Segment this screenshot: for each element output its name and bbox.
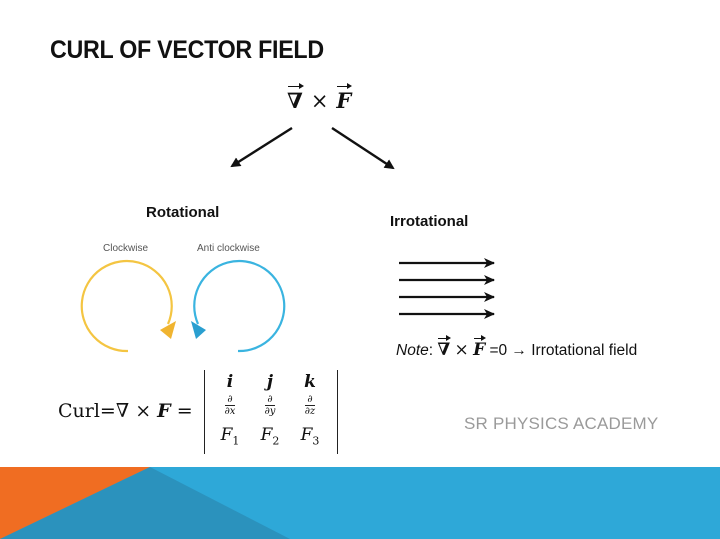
curl-field: F bbox=[157, 400, 171, 422]
arrow-right-down-icon bbox=[331, 126, 395, 170]
cross-symbol: × bbox=[310, 89, 329, 113]
parallel-arrows-icon bbox=[399, 258, 495, 319]
component-f2: F2 bbox=[260, 425, 280, 448]
rotational-heading: Rotational bbox=[146, 204, 220, 221]
anticlockwise-arrow-icon bbox=[191, 259, 286, 353]
irrotational-note: Note: ∇ × F =0 → Irrotational field bbox=[396, 335, 638, 360]
note-prefix: Note bbox=[396, 342, 429, 359]
slide-title: CURL OF VECTOR FIELD bbox=[50, 36, 324, 64]
component-f1: F1 bbox=[220, 425, 240, 448]
footer-band bbox=[0, 467, 720, 539]
curl-operator-formula: ∇× F bbox=[287, 83, 353, 113]
curl-determinant: i j k ∂∂x ∂∂y ∂∂z F1 F2 F3 bbox=[204, 370, 338, 454]
curl-formula: Curl=∇ × F = bbox=[58, 400, 193, 422]
curl-cross: × bbox=[135, 400, 152, 422]
watermark: SR PHYSICS ACADEMY bbox=[464, 414, 659, 433]
curl-nabla: ∇ bbox=[115, 400, 130, 422]
curl-equals: = bbox=[176, 400, 193, 422]
component-f3: F3 bbox=[300, 425, 320, 448]
partial-x: ∂∂x bbox=[224, 394, 236, 417]
note-colon: : bbox=[428, 342, 434, 359]
clockwise-arrow-icon bbox=[80, 259, 176, 353]
nabla-symbol: ∇ bbox=[287, 83, 304, 113]
unit-vector-i: i bbox=[226, 372, 234, 392]
unit-vector-k: k bbox=[304, 372, 316, 392]
note-nabla: ∇ bbox=[437, 335, 451, 360]
note-cross: × bbox=[454, 340, 469, 360]
anticlockwise-label: Anti clockwise bbox=[197, 243, 260, 254]
note-field: F bbox=[473, 335, 487, 360]
note-result: =0 → Irrotational field bbox=[489, 342, 638, 359]
arrow-left-down-icon bbox=[230, 126, 293, 168]
unit-vector-j: j bbox=[266, 372, 274, 392]
clockwise-label: Clockwise bbox=[103, 243, 149, 254]
irrotational-heading: Irrotational bbox=[390, 213, 469, 230]
curl-lhs: Curl= bbox=[58, 400, 116, 422]
partial-y: ∂∂y bbox=[264, 394, 276, 417]
partial-z: ∂∂z bbox=[304, 394, 316, 417]
field-symbol: F bbox=[336, 83, 353, 113]
